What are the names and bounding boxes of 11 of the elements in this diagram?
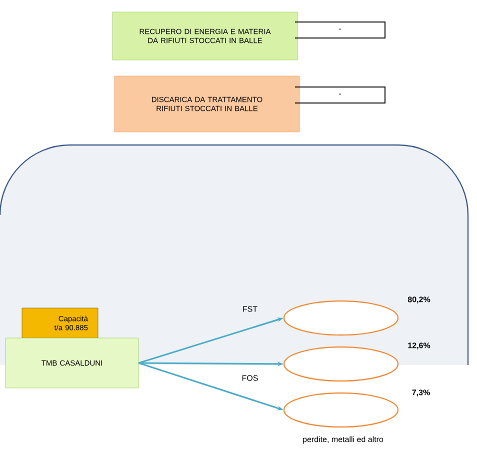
bracket-box: - (294, 86, 386, 104)
edge-label: FST (243, 306, 258, 312)
edge-label: FOS (242, 375, 258, 381)
ellipse (283, 346, 399, 382)
beside-text: 7,3% (412, 390, 430, 396)
beside-text: perdite, metalli ed altro (303, 436, 384, 444)
beside-text: 80,2% (408, 296, 430, 304)
ellipse (283, 392, 399, 428)
bracket-box: - (294, 22, 386, 38)
ellipse (283, 300, 399, 336)
beside-text: 12,6% (408, 342, 430, 350)
